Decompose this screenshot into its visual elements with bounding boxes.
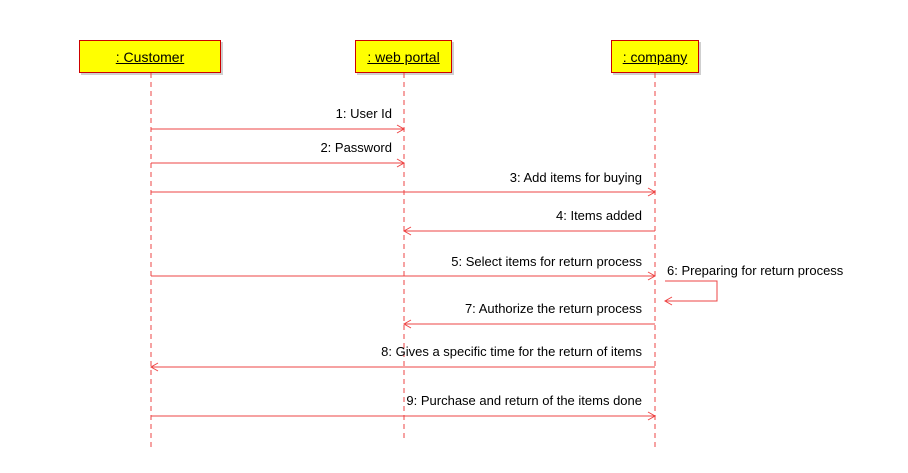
- message-6-line: [665, 280, 718, 302]
- message-9: 9: Purchase and return of the items done: [151, 393, 657, 421]
- message-2-label: 2: Password: [320, 140, 392, 155]
- message-5: 5: Select items for return process: [151, 254, 657, 281]
- message-3: 3: Add items for buying: [151, 170, 657, 197]
- message-4: 4: Items added: [402, 208, 655, 236]
- message-6: 6: Preparing for return process: [663, 263, 844, 306]
- message-6-label: 6: Preparing for return process: [667, 263, 844, 278]
- lifeline-company-label: : company: [622, 48, 688, 65]
- message-1-label: 1: User Id: [336, 106, 392, 121]
- message-6-arrowhead: [663, 296, 673, 306]
- message-8: 8: Gives a specific time for the return …: [149, 344, 655, 372]
- message-4-label: 4: Items added: [556, 208, 642, 223]
- message-8-arrowhead: [149, 362, 159, 372]
- message-1: 1: User Id: [151, 106, 406, 134]
- message-7-arrowhead: [402, 319, 412, 329]
- message-9-label: 9: Purchase and return of the items done: [406, 393, 642, 408]
- message-4-arrowhead: [402, 226, 412, 236]
- message-1-arrowhead: [396, 124, 406, 134]
- lifeline-customer-box: : Customer: [79, 40, 221, 73]
- lifeline-portal-box: : web portal: [355, 40, 452, 73]
- message-7-label: 7: Authorize the return process: [465, 301, 643, 316]
- message-5-arrowhead: [647, 271, 657, 281]
- message-8-label: 8: Gives a specific time for the return …: [381, 344, 642, 359]
- lifeline-customer-label: : Customer: [115, 48, 185, 65]
- message-5-label: 5: Select items for return process: [451, 254, 642, 269]
- message-2: 2: Password: [151, 140, 406, 168]
- message-3-arrowhead: [647, 187, 657, 197]
- lifeline-portal-label: : web portal: [367, 48, 440, 65]
- message-2-arrowhead: [396, 158, 406, 168]
- message-7: 7: Authorize the return process: [402, 301, 655, 329]
- lifeline-company-box: : company: [611, 40, 699, 73]
- message-9-arrowhead: [647, 411, 657, 421]
- message-3-label: 3: Add items for buying: [510, 170, 642, 185]
